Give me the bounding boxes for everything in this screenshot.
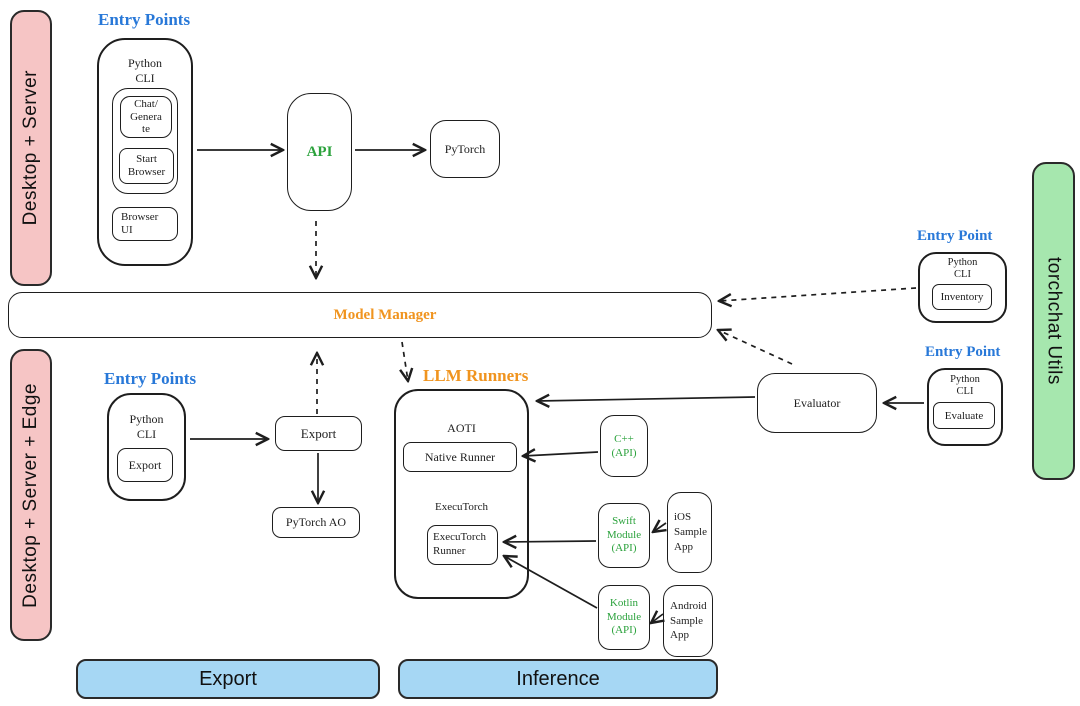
export-box: Export [275,416,362,451]
python-cli-title-evaluate: Python CLI [950,374,980,398]
python-cli-title-top: Python CLI [127,56,162,85]
python-cli-title-inventory: Python CLI [947,257,978,281]
inference-stage-bar: Inference [398,659,718,699]
inventory-box: Inventory [932,284,992,310]
arrow-model-manager-to-llm-runners [402,341,408,381]
entry-point-label-inventory: Entry Point [917,228,993,244]
pytorch-box: PyTorch [430,120,500,178]
desktop-server-edge-bar: Desktop + Server + Edge [10,349,52,641]
ios-sample-app-box: iOS Sample App [667,492,712,573]
aoti-label: AOTI [447,421,476,435]
entry-points-label-bottom: Entry Points [104,369,197,388]
export-stage-bar: Export [76,659,380,699]
evaluator-box: Evaluator [757,373,877,433]
executorch-label: ExecuTorch [435,501,488,513]
arrow-android-to-kotlin-module [651,614,663,623]
entry-point-label-evaluate: Entry Point [925,344,1001,360]
export-stage-label: Export [199,667,257,690]
model-manager-box: Model Manager [8,292,712,338]
desktop-server-bar: Desktop + Server [10,10,52,286]
evaluate-box: Evaluate [933,402,995,429]
cpp-api-box: C++ (API) [600,415,648,477]
llm-runners-label: LLM Runners [423,366,529,385]
torchchat-utils-bar: torchchat Utils [1032,162,1075,480]
arrow-evaluator-to-model-manager [718,330,793,365]
kotlin-module-box: Kotlin Module (API) [598,585,650,650]
inference-stage-label: Inference [516,667,600,690]
android-sample-app-box: Android Sample App [663,585,713,657]
arrow-cpp-to-native-runner [523,452,599,456]
api-box: API [287,93,352,211]
python-cli-title-bottom: Python CLI [129,412,164,441]
swift-module-box: Swift Module (API) [598,503,650,568]
executorch-runner-box: ExecuTorch Runner [427,525,498,565]
entry-points-label-top: Entry Points [98,10,191,29]
cli-export-box: Export [117,448,173,482]
arrow-evaluator-to-llm-runners [537,397,756,401]
python-cli-box-bottom [107,393,186,501]
arrow-ios-to-swift-module [653,523,666,532]
desktop-server-edge-label: Desktop + Server + Edge [20,382,41,608]
model-manager-label: Model Manager [333,306,437,323]
native-runner-box: Native Runner [403,442,517,472]
start-browser-box: Start Browser [119,148,174,184]
chat-generate-box: Chat/ Genera te [120,96,172,138]
torchchat-utils-label: torchchat Utils [1043,257,1065,385]
pytorch-ao-box: PyTorch AO [272,507,360,538]
arrow-inventory-to-model-manager [719,287,917,301]
desktop-server-label: Desktop + Server [20,70,41,226]
browser-ui-box: Browser UI [112,207,178,241]
